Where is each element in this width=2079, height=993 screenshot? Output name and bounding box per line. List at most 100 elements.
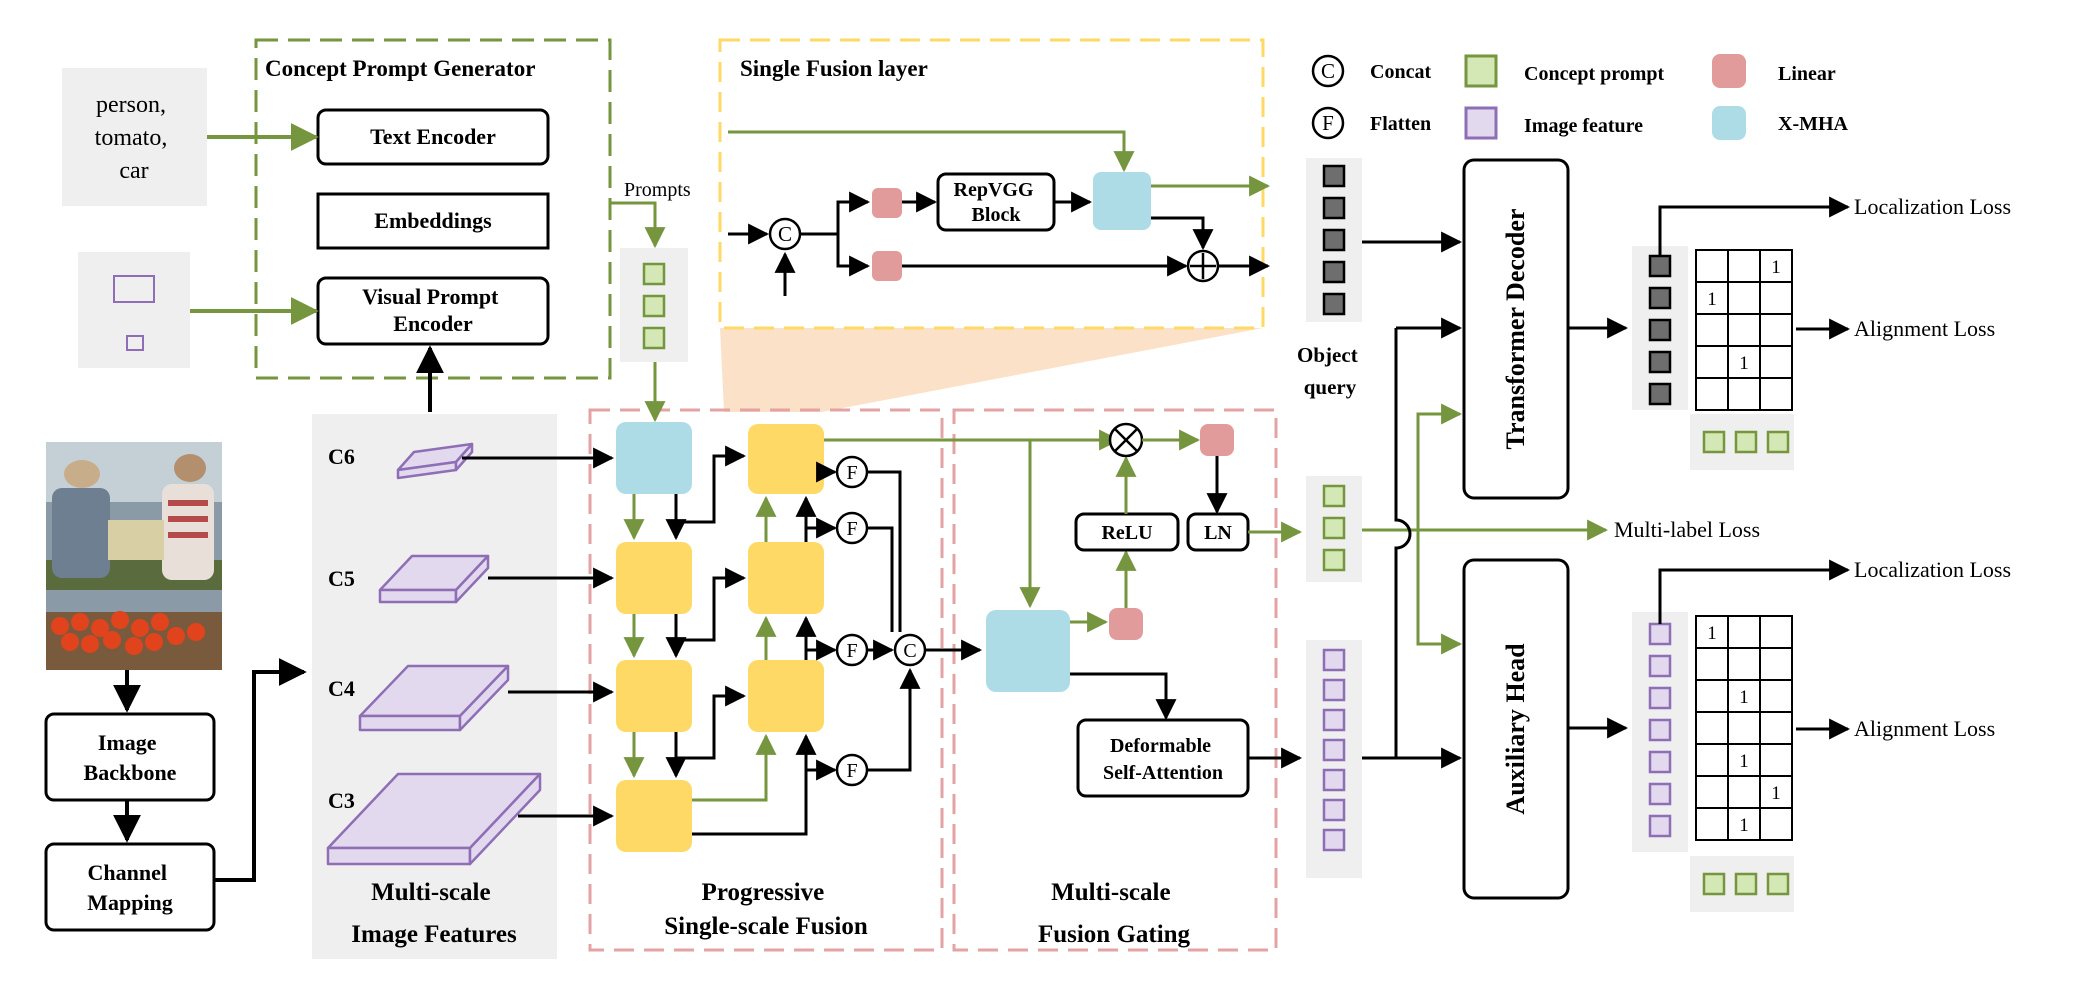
top-prompt-tokens xyxy=(1702,430,1790,454)
object-query-label: Object xyxy=(1297,343,1358,367)
text-input-line: tomato, xyxy=(95,125,168,151)
concept-prompt-generator-title: Concept Prompt Generator xyxy=(265,56,535,81)
pf-cross xyxy=(676,567,747,642)
legend-image-feature-swatch xyxy=(1464,106,1498,140)
pf-fuse-b2 xyxy=(748,542,824,614)
channel-mapping-box xyxy=(44,842,216,932)
matrix-cell xyxy=(1695,711,1729,745)
svg-text:C: C xyxy=(903,640,916,662)
legend-flatten-label: Flatten xyxy=(1370,113,1431,135)
concept-prompt-generator-region xyxy=(254,38,612,380)
fusion-gating-region xyxy=(952,408,1278,952)
bottom-prompt-tokens xyxy=(1702,872,1790,896)
legend-flatten-symbol: F xyxy=(1322,111,1334,135)
level-label-c3: C3 xyxy=(328,788,355,813)
legend-xmha-label: X-MHA xyxy=(1778,113,1849,135)
localization-loss-top: Localization Loss xyxy=(1854,194,2011,219)
embeddings-box xyxy=(316,192,550,250)
visual-prompt-small-box xyxy=(126,335,144,351)
svg-text:Visual Prompt Encoder: Visual Prompt Encoder xyxy=(362,284,504,336)
transformer-decoder-label: Transformer Decoder xyxy=(1501,209,1530,450)
pf-black-up xyxy=(692,733,817,836)
gating-linear-1 xyxy=(1109,608,1143,640)
pf-xmha-c6 xyxy=(616,422,692,494)
text-input-line: car xyxy=(119,158,148,184)
feature-slab-c4 xyxy=(358,664,510,732)
alignment-loss-top: Alignment Loss xyxy=(1854,316,1995,341)
flatten-node: F xyxy=(835,633,869,667)
svg-text:F: F xyxy=(846,462,857,484)
legend-concat-symbol: C xyxy=(1321,59,1335,83)
svg-text:Progressive Single-scale F: Progressive Single-scale Fusion xyxy=(664,879,868,940)
legend-concept-prompt-swatch xyxy=(1464,54,1498,88)
auxiliary-head-label: Auxiliary Head xyxy=(1501,643,1530,815)
matrix-cell xyxy=(1759,647,1793,681)
svg-text:Deformable Self-Attention: Deformable Self-Attention xyxy=(1103,735,1223,784)
matrix-cell xyxy=(1759,615,1793,649)
multiply-x2 xyxy=(1114,428,1138,452)
multiscale-caption: Image Features xyxy=(351,921,517,948)
fused-image-feature-tokens xyxy=(1322,648,1346,852)
legend-concat-icon xyxy=(1311,54,1345,88)
flatten-to-concat xyxy=(867,470,902,632)
relu-label: ReLU xyxy=(1101,522,1152,544)
pf-fuse-a2 xyxy=(616,660,692,732)
sf-linear-top xyxy=(872,188,902,218)
top-localization-arrow xyxy=(1658,196,1851,256)
matrix-cell-value: 1 xyxy=(1771,783,1781,804)
sf-branch-bottom xyxy=(836,234,871,277)
pf-green-up xyxy=(692,733,777,802)
visual-prompt-panel xyxy=(78,252,190,368)
matrix-cell xyxy=(1759,775,1793,809)
pf-fuse-b1 xyxy=(748,424,824,494)
pf-fuse-a1 xyxy=(616,542,692,614)
level-label-c4: C4 xyxy=(328,676,355,701)
legend-linear-label: Linear xyxy=(1778,63,1836,85)
matrix-cell xyxy=(1727,647,1761,681)
pf-fuse-b3 xyxy=(748,660,824,732)
pf-cross xyxy=(676,445,747,524)
matrix-cell xyxy=(1695,743,1729,777)
matrix-cell-value: 1 xyxy=(1707,289,1717,310)
svg-text:F: F xyxy=(846,640,857,662)
deformable-label: Deformable xyxy=(1110,735,1211,757)
svg-text:Image Backbone: Image Backbone xyxy=(84,730,177,785)
matrix-cell xyxy=(1727,249,1761,283)
text-input-panel xyxy=(62,68,207,206)
visual-prompt-large-box xyxy=(113,275,155,303)
concept-prompt-token xyxy=(642,262,666,286)
matrix-cell xyxy=(1695,377,1729,411)
zoom-trapezoid xyxy=(720,328,1263,412)
alignment-matrix-top: 111 xyxy=(1695,249,1793,411)
aux-feature-tokens xyxy=(1648,622,1672,838)
channel-mapping-label: Channel xyxy=(88,860,167,885)
matrix-cell xyxy=(1695,807,1729,841)
legend-flatten-icon xyxy=(1311,106,1345,140)
matrix-cell xyxy=(1695,679,1729,713)
sf-skip-top xyxy=(728,130,1135,173)
fused-prompt-tokens xyxy=(1322,484,1346,572)
legend-concept-prompt-label: Concept prompt xyxy=(1524,63,1665,85)
multi-label-loss: Multi-label Loss xyxy=(1614,517,1760,542)
matrix-cell xyxy=(1759,345,1793,379)
matrix-cell xyxy=(1759,281,1793,315)
embeddings-label: Embeddings xyxy=(374,208,492,233)
matrix-cell xyxy=(1727,313,1761,347)
matrix-cell xyxy=(1695,345,1729,379)
feature-slab-c3 xyxy=(326,772,542,866)
ln-label: LN xyxy=(1204,522,1232,544)
visual-prompt-encoder-label: Encoder xyxy=(393,311,473,336)
matrix-cell-value: 1 xyxy=(1739,353,1749,374)
legend-image-feature-label: Image feature xyxy=(1524,115,1643,137)
sf-branch-top xyxy=(800,191,871,236)
matrix-cell xyxy=(1727,775,1761,809)
pf-fuse-a3 xyxy=(616,780,692,852)
legend-concat-label: Concat xyxy=(1370,61,1431,83)
flatten-node: F xyxy=(835,455,869,489)
gating-xmha xyxy=(986,610,1070,692)
matrix-cell xyxy=(1695,775,1729,809)
bottom-localization-arrow xyxy=(1658,559,1851,624)
matrix-cell-value: 1 xyxy=(1707,623,1717,644)
single-fusion-title: Single Fusion layer xyxy=(740,56,928,81)
